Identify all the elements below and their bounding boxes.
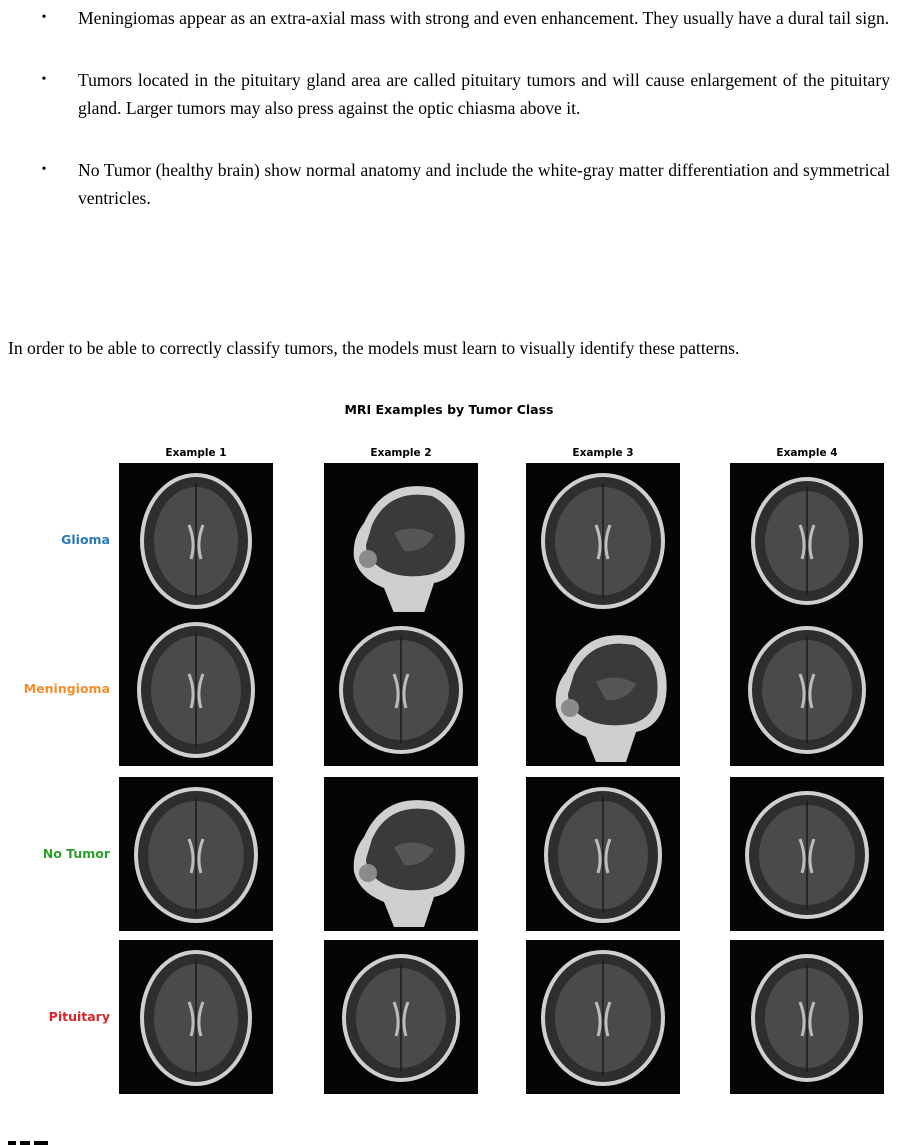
column-header: Example 2 bbox=[370, 447, 432, 459]
mri-image bbox=[324, 463, 478, 617]
bullet-item: • Tumors located in the pituitary gland … bbox=[38, 66, 890, 122]
bullet-text: Tumors located in the pituitary gland ar… bbox=[78, 70, 890, 118]
bullet-item: • No Tumor (healthy brain) show normal a… bbox=[38, 156, 890, 212]
mri-image bbox=[526, 463, 680, 617]
mri-scan-picture bbox=[137, 622, 255, 758]
mri-scan-picture bbox=[339, 626, 463, 754]
mri-image bbox=[730, 463, 884, 617]
mri-scan-picture bbox=[544, 787, 662, 923]
column-header: Example 4 bbox=[776, 447, 838, 459]
mri-scan-picture bbox=[353, 486, 465, 613]
bullet-item: • Meningiomas appear as an extra-axial m… bbox=[38, 4, 890, 32]
mri-scan-picture bbox=[134, 787, 258, 923]
mri-image bbox=[730, 612, 884, 766]
mri-scan-picture bbox=[555, 635, 667, 762]
mri-image bbox=[119, 777, 273, 931]
mri-scan-picture bbox=[140, 950, 252, 1086]
mri-scan-picture bbox=[751, 954, 863, 1082]
mri-image bbox=[526, 940, 680, 1094]
body-paragraph: In order to be able to correctly classif… bbox=[8, 338, 740, 358]
mri-image bbox=[324, 940, 478, 1094]
figure-title: MRI Examples by Tumor Class bbox=[344, 402, 554, 417]
mri-scan-picture bbox=[745, 791, 869, 919]
bullet-dot-icon: • bbox=[41, 10, 47, 25]
row-label: Glioma bbox=[61, 532, 110, 547]
mri-scan-picture bbox=[140, 473, 252, 609]
cropped-text-fragment bbox=[8, 1141, 48, 1145]
mri-image bbox=[324, 612, 478, 766]
mri-image bbox=[119, 940, 273, 1094]
column-header: Example 1 bbox=[165, 447, 227, 459]
mri-image bbox=[526, 777, 680, 931]
row-label: No Tumor bbox=[42, 846, 110, 861]
column-header: Example 3 bbox=[572, 447, 634, 459]
row-label: Pituitary bbox=[48, 1009, 110, 1024]
mri-image bbox=[526, 612, 680, 766]
row-label: Meningioma bbox=[23, 681, 110, 696]
bullet-list: • Meningiomas appear as an extra-axial m… bbox=[38, 0, 890, 212]
mri-scan-picture bbox=[353, 800, 465, 927]
bullet-dot-icon: • bbox=[41, 162, 47, 177]
mri-scan-picture bbox=[541, 950, 665, 1086]
mri-scan-picture bbox=[541, 473, 665, 609]
bullet-text: Meningiomas appear as an extra-axial mas… bbox=[78, 8, 890, 28]
mri-scan-picture bbox=[751, 477, 863, 605]
bullet-text: No Tumor (healthy brain) show normal ana… bbox=[78, 160, 890, 208]
mri-image bbox=[119, 612, 273, 766]
mri-scan-picture bbox=[748, 626, 866, 754]
bullet-dot-icon: • bbox=[41, 72, 47, 87]
mri-scan-picture bbox=[342, 954, 460, 1082]
mri-image bbox=[324, 777, 478, 931]
mri-image bbox=[119, 463, 273, 617]
mri-image bbox=[730, 940, 884, 1094]
mri-image bbox=[730, 777, 884, 931]
